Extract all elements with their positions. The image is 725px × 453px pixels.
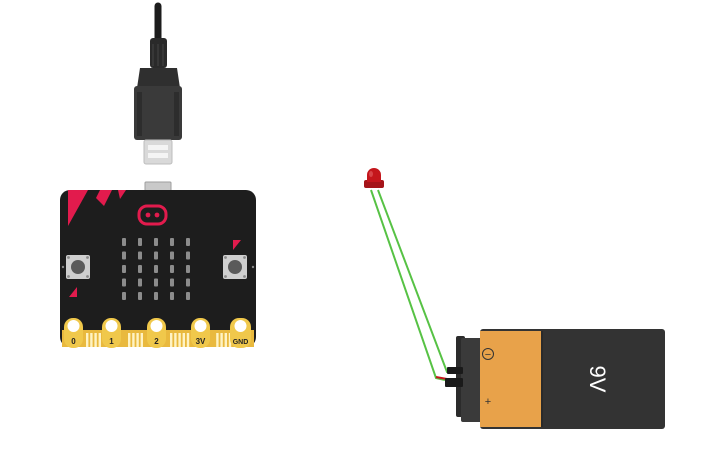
led-pixel <box>154 265 158 273</box>
pin-3v[interactable]: 3V <box>191 318 210 348</box>
pin-1[interactable]: 1 <box>102 318 121 348</box>
led-pixel <box>122 292 126 300</box>
led-pixel <box>122 238 126 246</box>
microbit-board[interactable]: 0 1 2 3V GND <box>60 181 256 348</box>
led-pixel <box>138 265 142 273</box>
led-pixel <box>186 238 190 246</box>
led-pixel <box>170 251 174 260</box>
edge-connector-fingers <box>86 333 232 347</box>
led-leads[interactable] <box>370 189 454 381</box>
led-pixel <box>154 278 158 287</box>
led-pixel <box>154 292 158 300</box>
svg-text:−: − <box>485 349 491 361</box>
edge-finger <box>136 333 139 347</box>
button-b-marker-icon <box>233 240 241 250</box>
edge-finger <box>228 333 232 347</box>
9v-battery[interactable]: − + 9V <box>445 329 665 429</box>
svg-text:+: + <box>485 396 491 408</box>
pin-2[interactable]: 2 <box>147 318 166 348</box>
button-a[interactable] <box>66 255 90 279</box>
edge-finger <box>86 333 89 347</box>
pin-label: 2 <box>154 337 159 346</box>
led-pixel <box>186 278 190 287</box>
led-pixel <box>154 238 158 246</box>
pin-label: 0 <box>71 337 76 346</box>
edge-finger <box>140 333 143 347</box>
edge-finger <box>132 333 135 347</box>
led-pixel <box>186 292 190 300</box>
led-pixel <box>138 251 142 260</box>
pin-gnd[interactable]: GND <box>230 318 251 348</box>
led-pixel <box>138 292 142 300</box>
button-b[interactable] <box>223 255 247 279</box>
led-pixel <box>122 278 126 287</box>
negative-terminal[interactable] <box>447 367 463 374</box>
pin-0[interactable]: 0 <box>64 318 83 348</box>
edge-finger <box>90 333 93 347</box>
led-pixel <box>122 251 126 260</box>
led-pixel <box>138 238 142 246</box>
edge-finger <box>216 333 219 347</box>
edge-finger <box>224 333 227 347</box>
led-pixel <box>186 265 190 273</box>
led-pixel <box>170 238 174 246</box>
led-pixel <box>138 278 142 287</box>
led-matrix <box>122 238 190 300</box>
led-pixel <box>170 278 174 287</box>
edge-finger <box>94 333 97 347</box>
usb-cable[interactable] <box>134 2 182 165</box>
edge-finger <box>182 333 185 347</box>
positive-terminal[interactable] <box>445 378 463 387</box>
plus-symbol-icon: + <box>485 396 491 408</box>
edge-finger <box>170 333 173 347</box>
touch-logo[interactable] <box>137 204 168 226</box>
edge-finger <box>128 333 131 347</box>
pin-label: 1 <box>109 337 114 346</box>
led-pixel <box>170 292 174 300</box>
edge-finger <box>178 333 181 347</box>
minus-symbol-icon: − <box>482 348 494 361</box>
pin-label: GND <box>233 339 249 346</box>
edge-finger <box>186 333 190 347</box>
edge-finger <box>98 333 101 347</box>
pin-label: 3V <box>196 337 206 346</box>
battery-voltage-label: 9V <box>585 366 610 393</box>
led-pixel <box>122 265 126 273</box>
led-pixel <box>186 251 190 260</box>
edge-finger <box>174 333 177 347</box>
led-pixel <box>170 265 174 273</box>
button-a-marker-icon <box>69 287 77 297</box>
edge-finger <box>220 333 223 347</box>
red-led[interactable] <box>364 168 384 188</box>
led-pixel <box>154 251 158 260</box>
